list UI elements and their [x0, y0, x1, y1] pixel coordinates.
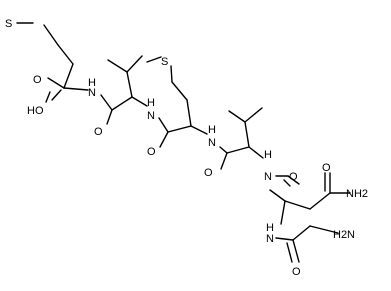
side-chain-amide-oxygen: O	[322, 162, 331, 174]
acid-hydroxyl-group: HO	[27, 105, 44, 117]
asn-bonds	[269, 172, 351, 225]
val1-bonds	[100, 55, 148, 125]
side-chain-amide-nh2: NH2	[346, 188, 368, 200]
carbonyl-oxygen-4: O	[289, 171, 298, 183]
amide-nh-hydrogen-3: H	[208, 124, 216, 136]
carbonyl-oxygen-3: O	[204, 167, 213, 179]
amide-nitrogen-1: N	[88, 87, 96, 99]
amide-nitrogen-5: N	[266, 233, 274, 245]
amide-nh-hydrogen-2: H	[147, 97, 155, 109]
sulfur-atom-2: S	[161, 56, 168, 68]
sulfur-atom-1: S	[5, 18, 12, 30]
gly-bonds	[275, 225, 339, 263]
amide-nh-hydrogen-1: H	[88, 77, 96, 89]
met1-side-chain-bonds	[16, 22, 74, 89]
carboxylic-acid-bonds	[45, 77, 65, 103]
amide-nh-hydrogen-4: H	[264, 149, 272, 161]
met2-bonds	[146, 56, 208, 148]
n-terminal-amine: H2N	[333, 229, 355, 241]
val2-bonds	[219, 107, 264, 170]
amide-nitrogen-4: N	[264, 171, 272, 183]
amide-nh-hydrogen-5: H	[266, 222, 274, 234]
carbonyl-oxygen-1: O	[94, 126, 103, 138]
carbonyl-oxygen-5: O	[292, 266, 301, 278]
amide-nitrogen-3: N	[208, 137, 216, 149]
amide-nitrogen-2: N	[147, 110, 155, 122]
met1-backbone-bonds	[63, 87, 89, 91]
carbonyl-oxygen-2: O	[147, 146, 156, 158]
acid-carbonyl-oxygen: O	[33, 74, 42, 86]
